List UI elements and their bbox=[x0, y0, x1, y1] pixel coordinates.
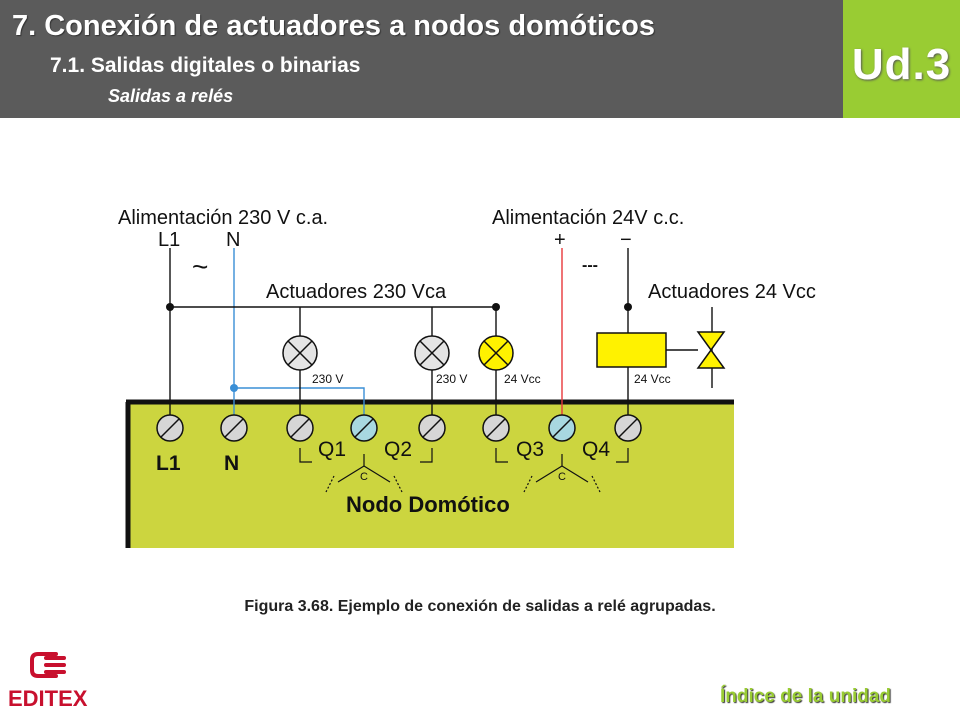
terminal-plus-label: + bbox=[554, 229, 566, 251]
load-label: 24 Vcc bbox=[634, 372, 671, 386]
output-q4-label: Q4 bbox=[582, 438, 610, 461]
logo-text: EDITEX bbox=[8, 686, 88, 711]
output-q2-label: Q2 bbox=[384, 438, 412, 461]
junction-dot-neutral bbox=[230, 384, 238, 392]
load-label: 230 V bbox=[312, 372, 343, 386]
editex-logo: EDITEX bbox=[8, 652, 88, 711]
node-terminal-l1: L1 bbox=[156, 452, 181, 475]
header-bar: 7. Conexión de actuadores a nodos domóti… bbox=[0, 0, 843, 118]
screw-terminal-c1 bbox=[350, 414, 378, 442]
common-label: C bbox=[360, 471, 368, 483]
common-label: C bbox=[558, 471, 566, 483]
terminal-n-label: N bbox=[226, 229, 240, 251]
screw-terminal-q3 bbox=[482, 414, 510, 442]
terminal-l1-label: L1 bbox=[158, 229, 180, 251]
supply-dc-label: Alimentación 24V c.c. bbox=[492, 207, 684, 229]
neutral-return-wire bbox=[234, 387, 365, 418]
terminal-minus-label: − bbox=[620, 229, 632, 251]
page-title: 7. Conexión de actuadores a nodos domóti… bbox=[12, 10, 655, 42]
relay-group-1 bbox=[299, 448, 433, 493]
section-title: Salidas a relés bbox=[108, 86, 234, 106]
dc-symbol: --- bbox=[582, 257, 598, 274]
actuators-dc-label: Actuadores 24 Vcc bbox=[648, 281, 816, 303]
ac-symbol: ~ bbox=[192, 251, 208, 282]
unit-label: Ud.3 bbox=[851, 40, 952, 89]
node-label: Nodo Domótico bbox=[346, 492, 510, 517]
lamp-1-icon bbox=[282, 335, 318, 371]
unit-badge: Ud.3 bbox=[843, 0, 960, 118]
screw-terminal-l1 bbox=[156, 414, 184, 442]
relay-group-2 bbox=[495, 448, 629, 493]
supply-ac-label: Alimentación 230 V c.a. bbox=[118, 207, 328, 229]
valve-icon bbox=[696, 331, 726, 369]
relay-coil-icon bbox=[596, 332, 667, 368]
wiring-diagram: Alimentación 230 V c.a. Alimentación 24V… bbox=[118, 207, 816, 548]
junction-dot bbox=[166, 303, 174, 311]
output-q3-label: Q3 bbox=[516, 438, 544, 461]
screw-terminal-q1 bbox=[286, 414, 314, 442]
lamp-3-icon bbox=[478, 335, 514, 371]
load-label: 230 V bbox=[436, 372, 467, 386]
junction-dot bbox=[492, 303, 500, 311]
screw-terminal-q4 bbox=[614, 414, 642, 442]
junction-dot bbox=[624, 303, 632, 311]
load-label: 24 Vcc bbox=[504, 372, 541, 386]
editex-logo-mark bbox=[30, 652, 66, 678]
actuators-ac-label: Actuadores 230 Vca bbox=[266, 281, 447, 303]
node-terminal-n: N bbox=[224, 452, 239, 475]
screw-terminal-c2 bbox=[548, 414, 576, 442]
lamp-2-icon bbox=[414, 335, 450, 371]
output-q1-label: Q1 bbox=[318, 438, 346, 461]
figure-caption: Figura 3.68. Ejemplo de conexión de sali… bbox=[244, 598, 716, 615]
screw-terminal-q2 bbox=[418, 414, 446, 442]
page-subtitle: 7.1. Salidas digitales o binarias bbox=[50, 54, 361, 77]
unit-index-link[interactable]: Índice de la unidad bbox=[720, 686, 892, 707]
screw-terminal-n bbox=[220, 414, 248, 442]
